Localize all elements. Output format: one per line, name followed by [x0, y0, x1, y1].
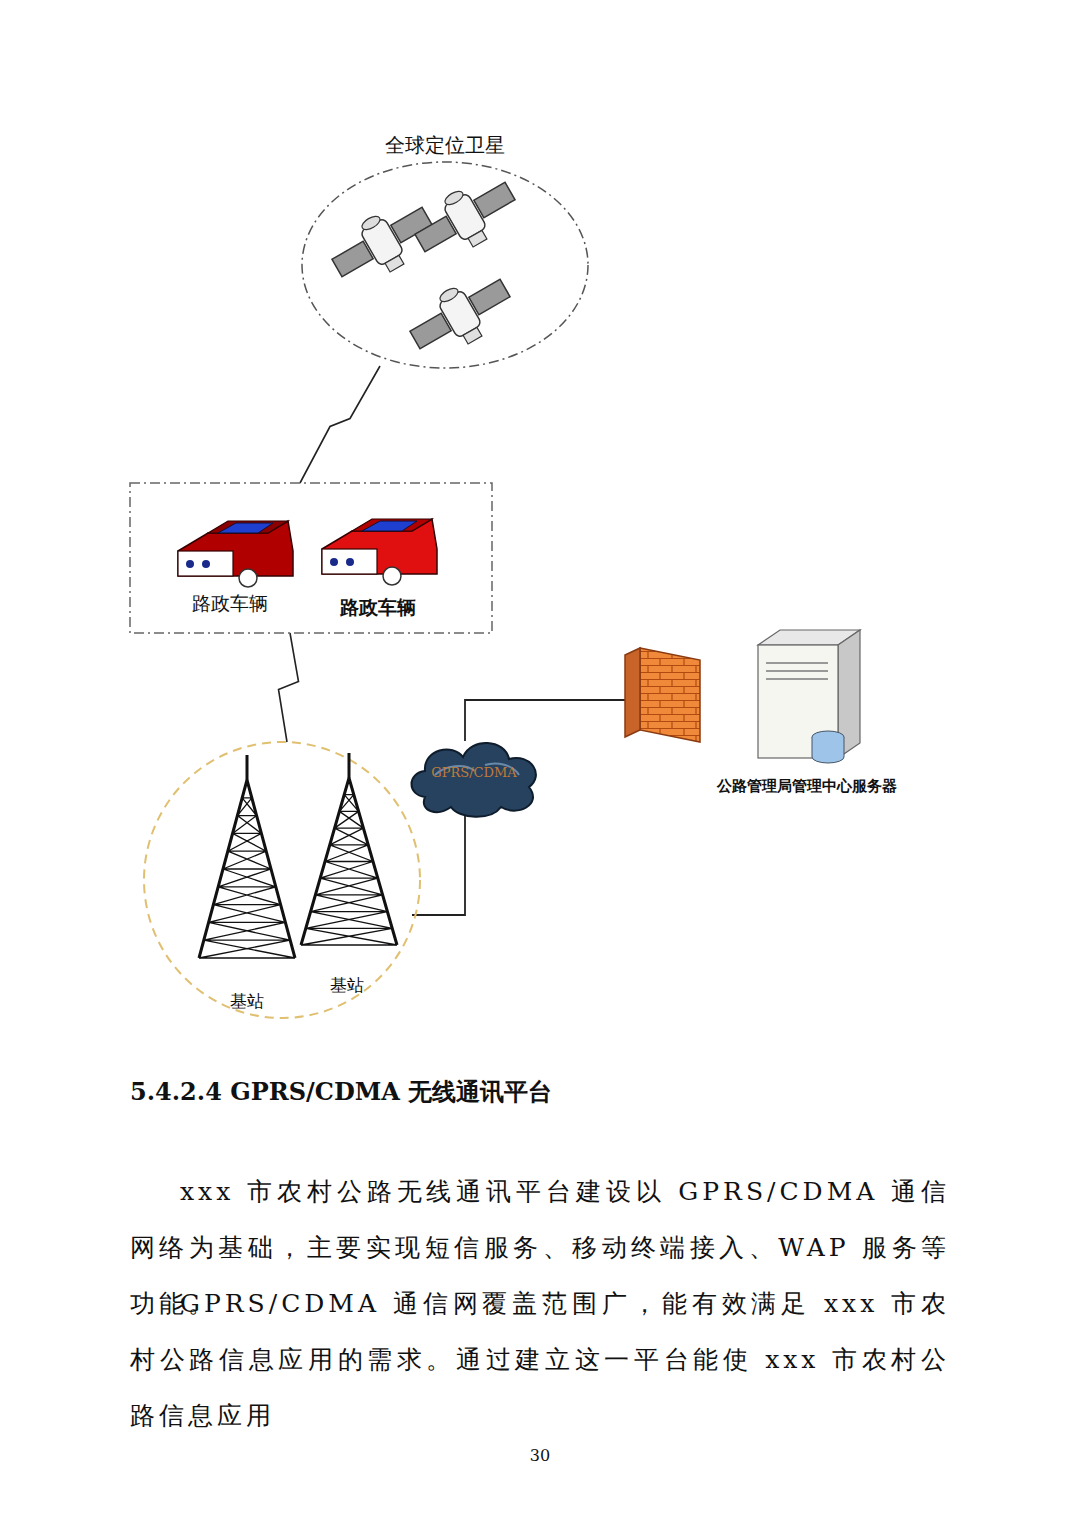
node-label: GPRS/CDMA [431, 765, 516, 780]
wired-link [412, 811, 465, 915]
firewall-side [625, 648, 640, 737]
node-label: 公路管理局管理中心服务器 [717, 777, 897, 796]
satellite-icon [406, 168, 525, 269]
section-heading: 5.4.2.4 GPRS/CDMA 无线通讯平台 [130, 1076, 552, 1108]
network-cloud: GPRS/CDMA [405, 735, 543, 815]
server-box: 公路管理局管理中心服务器 [700, 625, 915, 805]
node-label: 基站 [230, 990, 264, 1013]
vehicle-group-box: 路政车辆 路政车辆 [130, 483, 492, 633]
satellite-group-ellipse-outline [300, 122, 590, 370]
node-label: 路政车辆 [340, 595, 416, 621]
node-label: 全球定位卫星 [385, 132, 505, 159]
vehicle-group-box-outline [130, 483, 492, 633]
body-paragraph: GPRS/CDMA 通信网覆盖范围广，能有效满足 xxx 市农村公路信息应用的需… [130, 1276, 950, 1444]
tower-icon [301, 753, 397, 945]
page-number: 30 [530, 1446, 550, 1465]
firewall-front [640, 648, 700, 742]
satellite-group-ellipse: 全球定位卫星 [300, 122, 590, 370]
node-label: 路政车辆 [192, 591, 268, 617]
base-station-circle: 基站基站 [142, 740, 422, 1020]
tower-icon [199, 755, 295, 958]
wireless-link [279, 633, 299, 742]
satellite-icon [401, 265, 520, 366]
car-icon [178, 521, 293, 587]
wireless-link [300, 366, 380, 483]
base-station-circle-outline [142, 740, 422, 1020]
node-label: 基站 [330, 974, 364, 997]
car-icon [322, 519, 437, 585]
